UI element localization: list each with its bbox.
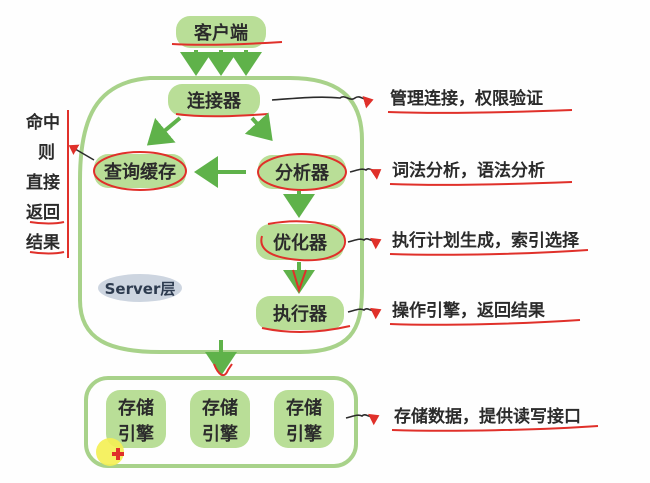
- arrow-cache-side-note: [68, 144, 95, 161]
- arrow-connector-note: [271, 96, 374, 109]
- side-note-line5: 结果: [26, 232, 60, 253]
- arrow-optimizer-note: [347, 237, 382, 250]
- server-layer-region: [78, 76, 364, 354]
- note-connector: 管理连接，权限验证: [390, 88, 543, 109]
- note-optimizer-underline: [389, 249, 589, 256]
- side-note-underline-1: [29, 221, 65, 225]
- optimizer-label: 优化器: [273, 232, 328, 254]
- side-note-line3: 直接: [26, 172, 60, 193]
- storage-engine-2-line1: 存储: [202, 397, 238, 419]
- side-note-line1: 命中: [25, 112, 60, 133]
- note-executor-underline: [389, 319, 581, 326]
- storage-engine-3-line2: 引擎: [286, 423, 322, 445]
- client-label: 客户端: [194, 22, 248, 44]
- side-note-line4: 返回: [26, 203, 60, 223]
- red-check-optimizer-executor: [292, 269, 307, 294]
- storage-engine-2-line2: 引擎: [202, 423, 238, 445]
- client-node: 客户端: [171, 16, 283, 48]
- executor-node: 执行器: [256, 296, 351, 333]
- note-analyzer-underline: [389, 181, 573, 186]
- side-note-line2: 则: [38, 142, 55, 163]
- note-executor: 操作引擎，返回结果: [392, 300, 545, 321]
- arrow-storage-note: [345, 413, 380, 426]
- storage-layer-region: [84, 376, 358, 468]
- side-note-underline-2: [29, 251, 65, 255]
- cursor-highlight-icon: [96, 438, 124, 466]
- server-layer-badge: Server层: [98, 274, 182, 302]
- note-connector-underline: [387, 109, 573, 114]
- analyzer-label: 分析器: [275, 162, 330, 184]
- storage-engine-3: 存储 引擎: [274, 390, 334, 448]
- storage-engine-2: 存储 引擎: [190, 390, 250, 448]
- storage-engine-1: 存储 引擎: [106, 390, 166, 448]
- connector-node: 连接器: [168, 84, 269, 118]
- connector-label: 连接器: [187, 90, 242, 112]
- storage-engine-3-line1: 存储: [286, 397, 322, 419]
- note-storage: 存储数据，提供读写接口: [394, 406, 581, 427]
- analyzer-node: 分析器: [257, 153, 347, 191]
- query-cache-label: 查询缓存: [104, 161, 176, 183]
- red-check-server-storage: [213, 363, 233, 377]
- query-cache-node: 查询缓存: [93, 151, 187, 191]
- executor-label: 执行器: [273, 303, 328, 325]
- note-analyzer: 词法分析，语法分析: [392, 160, 545, 181]
- arrow-connector-cache: [146, 116, 182, 146]
- arrow-connector-analyzer: [244, 112, 273, 141]
- note-storage-underline: [391, 425, 599, 432]
- server-layer-label: Server层: [105, 280, 176, 298]
- arrow-analyzer-note: [349, 168, 382, 180]
- arrow-executor-note: [347, 307, 382, 320]
- optimizer-node: 优化器: [256, 220, 347, 262]
- note-optimizer: 执行计划生成，索引选择: [392, 230, 580, 251]
- storage-engine-1-line2: 引擎: [118, 423, 154, 445]
- storage-engine-1-line1: 存储: [118, 397, 154, 419]
